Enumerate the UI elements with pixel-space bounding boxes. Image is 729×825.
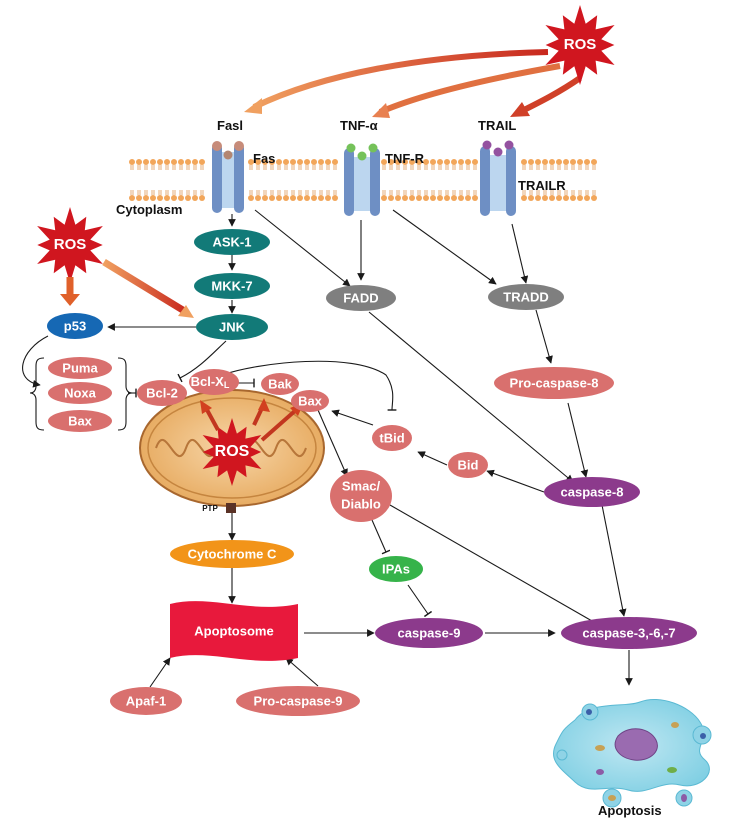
node-bid-label: Bid — [458, 457, 479, 472]
node-p53[interactable]: p53 — [47, 313, 103, 339]
fas-receptor — [212, 141, 244, 213]
node-fadd-label: FADD — [343, 290, 378, 305]
node-bax-mito-label: Bax — [298, 393, 323, 408]
node-puma-label: Puma — [62, 360, 98, 375]
node-tradd-label: TRADD — [503, 289, 549, 304]
edges — [22, 209, 633, 688]
mito-ros-arrows — [200, 398, 304, 442]
tnf-r-receptor — [344, 143, 380, 216]
node-apoptosome-label: Apoptosome — [194, 623, 273, 638]
node-bid[interactable]: Bid — [448, 452, 488, 478]
apoptotic-cell-illustration — [552, 698, 712, 808]
fas-label: Fas — [253, 151, 275, 166]
node-caspase367[interactable]: caspase-3,-6,-7 — [561, 617, 697, 649]
tnf-alpha-label: TNF-α — [340, 118, 378, 133]
node-noxa-label: Noxa — [64, 385, 97, 400]
node-mkk7-label: MKK-7 — [211, 278, 252, 293]
node-ipas-label: IPAs — [382, 561, 410, 576]
node-tbid-label: tBid — [379, 430, 404, 445]
node-bax-left-label: Bax — [68, 413, 93, 428]
ros-left-arrows — [60, 259, 194, 318]
node-jnk-label: JNK — [219, 319, 246, 334]
node-caspase9-label: caspase-9 — [398, 625, 461, 640]
node-fadd[interactable]: FADD — [326, 285, 396, 311]
node-ipas[interactable]: IPAs — [369, 556, 423, 582]
node-caspase8[interactable]: caspase-8 — [544, 477, 640, 507]
node-pro-caspase8-label: Pro-caspase-8 — [510, 375, 599, 390]
ros-star-left-label: ROS — [54, 236, 87, 253]
node-bak[interactable]: Bak — [261, 373, 299, 395]
node-puma[interactable]: Puma — [48, 357, 112, 379]
node-pro-caspase9-label: Pro-caspase-9 — [254, 693, 343, 708]
ros-star-left: ROS — [37, 207, 103, 283]
cytoplasm-label: Cytoplasm — [116, 202, 182, 217]
node-mkk7[interactable]: MKK-7 — [194, 273, 270, 299]
node-tradd[interactable]: TRADD — [488, 284, 564, 310]
node-pro-caspase8[interactable]: Pro-caspase-8 — [494, 367, 614, 399]
node-bcl-xl[interactable]: Bcl-XL — [189, 369, 239, 395]
node-bcl-xl-sub: L — [224, 380, 230, 390]
ros-star-top: ROS — [545, 5, 615, 85]
node-cytochrome-c[interactable]: Cytochrome C — [170, 540, 294, 568]
node-p53-label: p53 — [64, 318, 86, 333]
node-bak-label: Bak — [268, 376, 293, 391]
node-tbid[interactable]: tBid — [372, 425, 412, 451]
node-smac-line2: Diablo — [341, 496, 381, 511]
node-caspase367-label: caspase-3,-6,-7 — [582, 625, 675, 640]
node-ask1-label: ASK-1 — [212, 234, 251, 249]
apoptosis-label: Apoptosis — [598, 803, 662, 818]
ros-star-mitochondria: ROS — [202, 418, 262, 486]
p53-bracket — [29, 357, 45, 431]
fasl-label: Fasl — [217, 118, 243, 133]
node-ask1[interactable]: ASK-1 — [194, 229, 270, 255]
node-smac-diablo[interactable]: Smac/ Diablo — [330, 470, 392, 522]
node-bcl-xl-main: Bcl-X — [191, 374, 225, 389]
trail-label: TRAIL — [478, 118, 516, 133]
node-caspase8-label: caspase-8 — [561, 484, 624, 499]
node-apaf1-label: Apaf-1 — [126, 693, 166, 708]
trailr-label: TRAILR — [518, 178, 566, 193]
node-bcl2[interactable]: Bcl-2 — [137, 380, 187, 406]
ros-star-top-label: ROS — [564, 36, 597, 53]
node-cytochrome-c-label: Cytochrome C — [188, 546, 277, 561]
node-bcl2-label: Bcl-2 — [146, 385, 178, 400]
node-apaf1[interactable]: Apaf-1 — [110, 687, 182, 715]
node-apoptosome[interactable]: Apoptosome — [170, 601, 298, 661]
ptp-label: PTP — [202, 504, 218, 513]
node-bax-mito[interactable]: Bax — [291, 390, 329, 412]
node-jnk[interactable]: JNK — [196, 314, 268, 340]
ros-top-arrows — [244, 49, 582, 118]
trail-receptor — [480, 140, 516, 216]
node-bax-left[interactable]: Bax — [48, 410, 112, 432]
node-smac-line1: Smac/ — [342, 478, 381, 493]
tnf-r-label: TNF-R — [385, 151, 425, 166]
ros-star-mitochondria-label: ROS — [215, 443, 250, 460]
node-pro-caspase9[interactable]: Pro-caspase-9 — [236, 686, 360, 716]
node-noxa[interactable]: Noxa — [48, 382, 112, 404]
bcl-family-bracket — [117, 357, 133, 431]
node-caspase9[interactable]: caspase-9 — [375, 618, 483, 648]
node-bcl-xl-label: Bcl-XL — [191, 374, 230, 390]
